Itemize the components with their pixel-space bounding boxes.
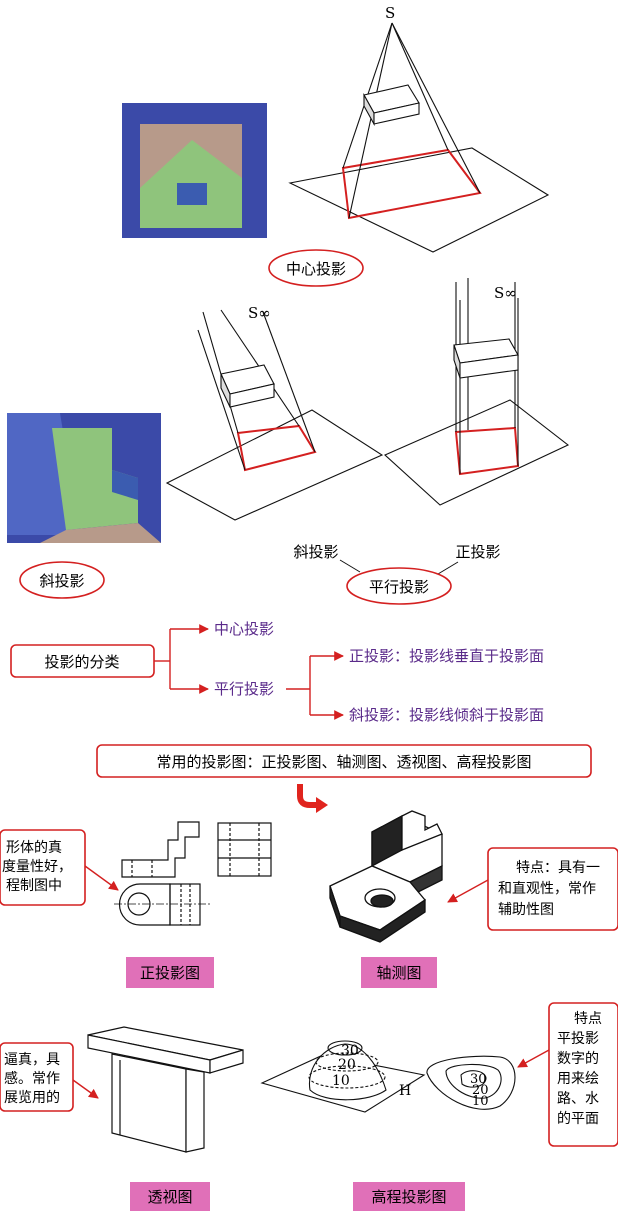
plane-h: H [399,1083,411,1099]
red-down-arrow [297,784,318,808]
ortho-note-arrow [84,865,119,891]
red-arrow-head [316,797,328,813]
classification-connectors [154,624,344,720]
plan-10: 10 [472,1094,489,1109]
axo-note-arrow [447,879,489,903]
central-projection-figure [288,22,550,253]
contour-title: 高程投影图 [371,1188,446,1206]
contour-note-line2: 平投影 [557,1031,599,1047]
contour-drawing [260,1040,516,1113]
contour-note-box [548,1002,618,1147]
s-inf-oblique-label: S∞ [248,304,271,322]
leader-ortho [437,561,459,575]
axo-title-label [361,957,437,988]
contour-note-line1: 特点 [574,1011,602,1027]
oblique-projection-ellipse [19,561,105,599]
axo-note-line2: 和直观性，常作 [498,880,596,897]
axonometric-drawing [329,810,443,943]
ortho-note-box [0,829,86,906]
s-inf-ortho-label: S∞ [494,284,517,302]
oblique-projection-label: 斜投影 [293,543,338,561]
persp-note-line3: 展览用的 [4,1090,60,1106]
contour-note-arrow [517,1049,550,1068]
ortho-title: 正投影图 [140,964,200,982]
classification-branch-parallel: 平行投影 [214,680,274,698]
persp-note-line1: 逼真，具 [4,1052,60,1068]
axo-title: 轴测图 [376,964,421,982]
persp-note-box [0,1042,74,1112]
orthographic-projection-figure [384,278,570,506]
axo-note-line3: 辅助性图 [498,902,554,918]
plan-20: 20 [472,1083,489,1098]
classification-branch-center: 中心投影 [214,620,274,638]
mound-10: 10 [332,1073,350,1089]
axo-note-line1: 特点：具有一 [516,860,600,876]
plan-30: 30 [470,1072,487,1087]
contour-note-line5: 路、水 [557,1091,599,1107]
axo-note-box [487,847,618,931]
leader-oblique [339,559,361,573]
oblique-projection-label-left: 斜投影 [39,572,84,590]
mound-30: 30 [341,1043,359,1059]
contour-note-line4: 用来绘 [557,1071,599,1087]
common-projections-text: 常用的投影图：正投影图、轴测图、透视图、高程投影图 [156,753,531,771]
center-projection-label: 中心投影 [286,260,346,278]
persp-title-label [130,1182,210,1211]
contour-title-label [353,1182,465,1211]
central-photo [122,103,267,238]
contour-note-line3: 数字的 [557,1051,599,1067]
center-projection-ellipse [268,249,364,287]
ortho-note-line1: 形体的真 [6,840,62,856]
ortho-note-line3: 程制图中 [6,878,62,894]
oblique-projection-figure [165,309,384,521]
common-projections-box [96,744,592,778]
classification-leaf-oblique: 斜投影：投影线倾斜于投影面 [349,706,544,724]
classification-leaf-ortho: 正投影：投影线垂直于投影面 [349,647,544,665]
oblique-photo [7,413,161,543]
persp-title: 透视图 [147,1188,192,1206]
parallel-projection-ellipse [346,567,452,605]
ortho-title-label [126,957,214,988]
orthographic-projection-label: 正投影 [455,543,500,561]
parallel-projection-label: 平行投影 [369,578,429,596]
contour-note-line6: 的平面 [557,1111,599,1127]
mound-20: 20 [338,1057,356,1073]
ortho-note-line2: 度量性好， [2,859,72,875]
persp-note-arrow [72,1079,99,1099]
classification-root: 投影的分类 [44,653,119,671]
perspective-drawing [87,1026,244,1153]
persp-note-line2: 感。常作 [4,1070,60,1087]
ortho-views-drawing [114,821,272,926]
s-center-label: S [385,4,395,22]
